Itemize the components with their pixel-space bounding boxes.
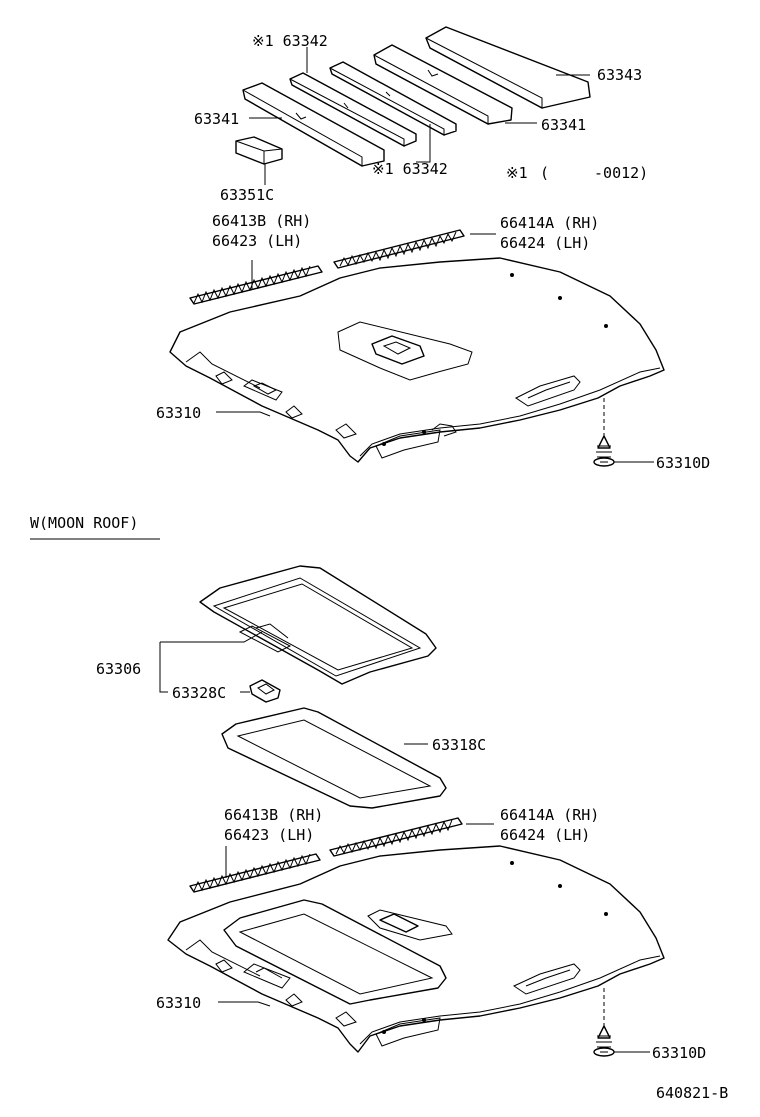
label-66423-lh-bottom: 66423 (LH) xyxy=(224,826,314,844)
note-marker: ※1 xyxy=(506,164,528,182)
handle-63328c[interactable] xyxy=(249,679,281,703)
label-63310-bottom: 63310 xyxy=(156,994,201,1012)
label-66413b-rh-bottom: 66413B (RH) xyxy=(224,806,323,824)
label-66413b-rh-top: 66413B (RH) xyxy=(212,212,311,230)
diagram-id: 640821-B xyxy=(656,1084,728,1102)
seal-63318c[interactable] xyxy=(221,707,447,809)
label-66424-lh-bottom: 66424 (LH) xyxy=(500,826,590,844)
label-66414a-rh-bottom: 66414A (RH) xyxy=(500,806,599,824)
label-63341-right: 63341 xyxy=(541,116,586,134)
label-63310d-top: 63310D xyxy=(656,454,710,472)
label-63310-top: 63310 xyxy=(156,404,201,422)
headliner-63310-bottom[interactable] xyxy=(167,845,665,1053)
label-63351c: 63351C xyxy=(220,186,274,204)
strip-63342-left[interactable] xyxy=(289,72,417,147)
label-63342-bottom: ※1 63342 xyxy=(372,160,448,178)
pad-63343[interactable] xyxy=(425,26,591,109)
strip-66414a-bottom[interactable] xyxy=(329,817,463,857)
label-63328c: 63328C xyxy=(172,684,226,702)
pad-63341-left[interactable] xyxy=(242,82,385,167)
clip-63310d-bottom[interactable] xyxy=(593,1025,615,1057)
label-66414a-rh-top: 66414A (RH) xyxy=(500,214,599,232)
label-63343: 63343 xyxy=(597,66,642,84)
pad-63341-right[interactable] xyxy=(373,44,513,125)
strip-66413b-bottom[interactable] xyxy=(189,853,321,893)
label-66424-lh-top: 66424 (LH) xyxy=(500,234,590,252)
label-63342-top: ※1 63342 xyxy=(252,32,328,50)
strip-66414a-top[interactable] xyxy=(333,229,465,269)
label-66423-lh-top: 66423 (LH) xyxy=(212,232,302,250)
clip-63310d-top[interactable] xyxy=(593,435,615,467)
label-63318c: 63318C xyxy=(432,736,486,754)
label-63310d-bottom: 63310D xyxy=(652,1044,706,1062)
note-range: ( -0012) xyxy=(540,164,648,182)
label-63341-left: 63341 xyxy=(194,110,239,128)
strip-63342-right[interactable] xyxy=(329,61,457,136)
headliner-63310-top[interactable] xyxy=(169,257,665,463)
sunshade-63306[interactable] xyxy=(199,565,437,685)
label-63306: 63306 xyxy=(96,660,141,678)
section-title: W(MOON ROOF) xyxy=(30,514,138,532)
block-63351c[interactable] xyxy=(235,136,283,165)
